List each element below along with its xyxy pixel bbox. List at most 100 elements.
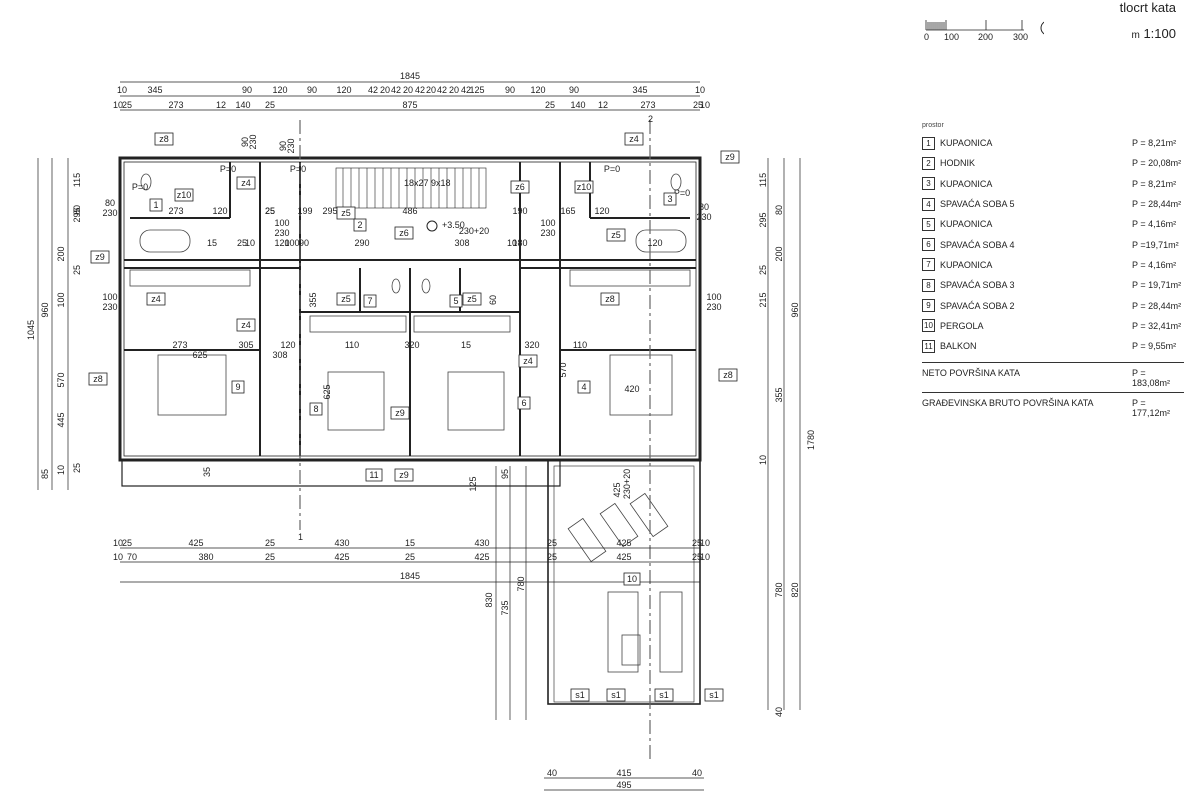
wardrobe-icon	[309, 315, 407, 333]
tag-z10-frame	[574, 180, 594, 194]
toilet-icon	[421, 278, 431, 294]
room-number-1: 1	[149, 198, 163, 212]
tag-z4-text: z4	[523, 356, 533, 366]
dim-bottom-row1: 10	[700, 538, 710, 548]
lounger-icon	[629, 492, 669, 538]
dim-right: 10	[758, 455, 768, 465]
dim-right: 40	[774, 707, 784, 717]
room-number-6: 6	[517, 396, 531, 410]
tag-z4-text: z4	[629, 134, 639, 144]
dim-interior: 190	[512, 206, 527, 216]
room-number-4: 4	[577, 380, 591, 394]
dim-interior: 199	[297, 206, 312, 216]
tag-z8: z8	[88, 372, 108, 386]
legend-room-name: KUPAONICA	[940, 138, 993, 149]
dim-right: 780	[774, 582, 784, 597]
dim-bottom-row2: 380	[198, 552, 213, 562]
legend-room-number: 3	[922, 177, 935, 191]
legend-room-name: PERGOLA	[940, 320, 984, 331]
wardrobe-icon	[569, 269, 691, 287]
elevation-marker-icon	[426, 220, 438, 232]
dim-top-row3: 25	[545, 100, 555, 110]
tag-z5: z5	[336, 292, 356, 306]
dim-left: 295	[72, 207, 82, 222]
dim-top-row3: 25	[265, 100, 275, 110]
dim-left: 10	[56, 465, 66, 475]
dim-top-row2: 90	[569, 85, 579, 95]
tag-z5-text: z5	[467, 294, 477, 304]
legend-net: NETO POVRŠINA KATA P = 183,08m²	[922, 362, 1184, 388]
dim-top-row2: 42	[415, 85, 425, 95]
dim-top-overall: 1845	[400, 71, 420, 81]
dim-left: 100	[56, 292, 66, 307]
tag-z5-frame	[336, 206, 356, 220]
legend-room-name: SPAVAĆA SOBA 5	[940, 199, 1015, 210]
dim-left: 80	[72, 205, 82, 215]
room-number-7: 7	[363, 294, 377, 308]
room-number-4-frame	[577, 380, 591, 394]
dim-bottom-row2: 425	[616, 552, 631, 562]
dim-left: 570	[56, 372, 66, 387]
legend-room-name: HODNIK	[940, 158, 976, 169]
tag-z5-text: z5	[611, 230, 621, 240]
legend-gross: GRAĐEVINSKA BRUTO POVRŠINA KATA P = 177,…	[922, 392, 1184, 418]
window-label: 80	[699, 202, 709, 212]
window-label: 80	[105, 198, 115, 208]
legend-gross-label: GRAĐEVINSKA BRUTO POVRŠINA KATA	[922, 398, 1094, 409]
room-number-10-text: 10	[627, 574, 637, 584]
dim-bottom-row1: 25	[265, 538, 275, 548]
legend-room-area: P = 28,44m²	[1132, 300, 1182, 311]
tag-z4-frame	[518, 354, 538, 368]
room-number-1-frame	[149, 198, 163, 212]
dim-interior: 15	[207, 238, 217, 248]
room-number-2-frame	[353, 218, 367, 232]
sheet-title: tlocrt kata	[1119, 0, 1176, 15]
dim-top-row3: 10	[700, 100, 710, 110]
sofa-icon	[659, 591, 683, 673]
room-number-1-text: 1	[153, 200, 158, 210]
stairs-spec: 18x27 9x18	[404, 178, 451, 188]
dim-bottom-row1: 425	[616, 538, 631, 548]
room-number-5-frame	[449, 294, 463, 308]
p0-label: P=0	[290, 164, 306, 174]
legend-header: prostor	[922, 122, 944, 129]
dim-right: 820	[790, 582, 800, 597]
dim-interior: 10	[507, 238, 517, 248]
furniture	[129, 173, 691, 673]
tag-z4-frame	[236, 318, 256, 332]
table-icon	[621, 634, 641, 666]
dim-interior: 120	[594, 206, 609, 216]
room-number-11-frame	[365, 468, 383, 482]
tag-z5-text: z5	[341, 208, 351, 218]
tag-z8-text: z8	[605, 294, 615, 304]
dim-right: 80	[774, 205, 784, 215]
dim-top-row3: 875	[402, 100, 417, 110]
tag-z4: z4	[146, 292, 166, 306]
tag-z9: z9	[720, 150, 740, 164]
tag-z6: z6	[510, 180, 530, 194]
dim-interior: 120	[274, 238, 289, 248]
tag-z9-frame	[394, 468, 414, 482]
room-number-2-text: 2	[357, 220, 362, 230]
tag-s1: s1	[570, 688, 590, 702]
tag-s1-text: s1	[709, 690, 719, 700]
legend-room-number: 9	[922, 299, 935, 313]
tag-z8: z8	[154, 132, 174, 146]
dim-pergola-inner: 125	[468, 476, 478, 491]
legend-room-area: P = 20,08m²	[1132, 158, 1182, 169]
dim-top-row3: 25	[122, 100, 132, 110]
tag-z10-text: z10	[177, 190, 192, 200]
dim-pergola-inner: 830	[484, 592, 494, 607]
dim-bottom-row2: 10	[113, 552, 123, 562]
dim-bottom-row2: 425	[474, 552, 489, 562]
dim-interior: 25	[237, 238, 247, 248]
tag-z6-text: z6	[515, 182, 525, 192]
tag-z4-text: z4	[241, 320, 251, 330]
section-label-1: 1	[298, 532, 303, 542]
legend-net-label: NETO POVRŠINA KATA	[922, 368, 1021, 379]
dim-top-row2: 42	[391, 85, 401, 95]
